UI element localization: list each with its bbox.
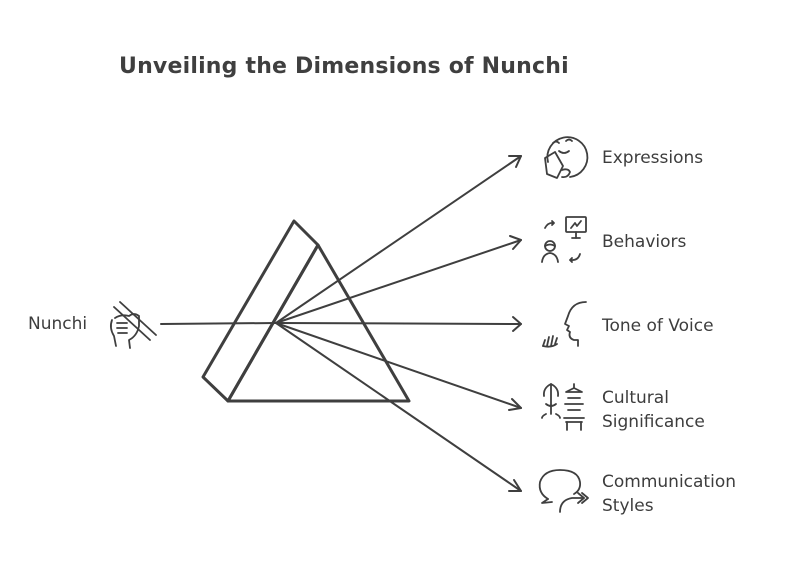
label-line: Cultural	[602, 388, 669, 408]
output-label-cultural-significance: Cultural Significance	[602, 386, 705, 434]
pagoda-tree-icon	[541, 383, 585, 431]
prism	[201, 219, 411, 403]
output-label-expressions: Expressions	[602, 146, 703, 170]
diagram-title: Unveiling the Dimensions of Nunchi	[119, 54, 569, 79]
output-rays	[275, 155, 522, 492]
label-line: Behaviors	[602, 232, 687, 252]
label-line: Styles	[602, 496, 654, 516]
output-label-behaviors: Behaviors	[602, 230, 686, 254]
label-line: Communication	[602, 472, 736, 492]
speech-bubble-arrow-icon	[538, 469, 589, 513]
label-line: Significance	[602, 412, 705, 432]
person-presentation-icon	[541, 216, 587, 263]
smiling-face-icon	[544, 136, 589, 179]
speaking-head-icon	[542, 301, 587, 348]
label-line: Tone of Voice	[602, 316, 714, 336]
output-label-communication-styles: Communication Styles	[602, 470, 736, 518]
input-beam	[160, 322, 277, 325]
output-label-tone-of-voice: Tone of Voice	[602, 314, 714, 338]
source-label-nunchi: Nunchi	[28, 314, 88, 334]
hand-chopsticks-icon	[109, 301, 157, 349]
label-line: Expressions	[602, 148, 704, 168]
